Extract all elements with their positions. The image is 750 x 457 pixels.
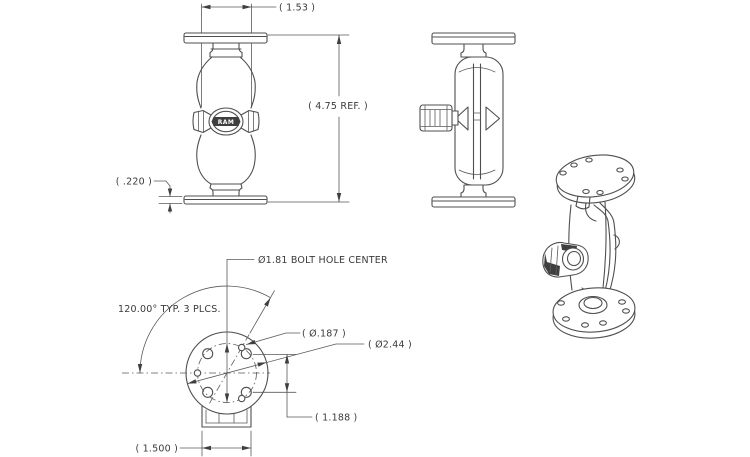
dimension-label-socket-width: ( 1.500 )	[136, 444, 178, 455]
dimension-bolt-hole-center: Ø1.81 BOLT HOLE CENTER	[224, 255, 388, 403]
front-view-drawing: RAM	[183, 3, 268, 205]
front-knob: RAM	[192, 107, 260, 136]
dimension-label-base-dia: ( Ø2.44 )	[368, 340, 412, 351]
dimension-socket-width: ( 1.500 )	[136, 430, 252, 457]
perspective-base-plate	[552, 287, 636, 333]
side-top-plate	[431, 32, 516, 45]
perspective-top-plate	[555, 154, 635, 198]
perspective-base-holes	[557, 299, 630, 328]
bottom-large-holes	[202, 348, 252, 398]
front-top-plate	[183, 32, 268, 44]
dimension-knob-width: ( 1.53 )	[201, 3, 315, 14]
dimension-label-small-hole-dia: ( Ø.187 )	[302, 329, 346, 340]
dimension-label-overall-height: ( 4.75 REF. )	[308, 101, 368, 112]
dimension-hole-spacing: ( 1.188 )	[252, 354, 357, 424]
bottom-small-holes	[193, 343, 246, 403]
perspective-view-drawing	[542, 154, 636, 339]
dimension-label-knob-width: ( 1.53 )	[279, 3, 315, 14]
dimension-overall-height: ( 4.75 REF. )	[267, 34, 368, 203]
perspective-knob	[542, 241, 589, 278]
side-bottom-plate	[431, 196, 516, 208]
dimension-label-hole-angle: 120.00° TYP. 3 PLCS.	[118, 304, 221, 315]
dimension-small-hole-dia: ( Ø.187 )	[246, 329, 346, 345]
side-view-drawing	[419, 32, 516, 208]
dimension-label-hole-spacing: ( 1.188 )	[315, 413, 357, 424]
front-knob-ram-text: RAM	[218, 119, 234, 126]
side-knob	[419, 104, 459, 132]
dimension-hole-angle: 120.00° TYP. 3 PLCS.	[118, 285, 275, 374]
dimension-base-dia: ( Ø2.44 )	[186, 340, 412, 385]
dimension-label-bolt-hole-center: Ø1.81 BOLT HOLE CENTER	[258, 255, 388, 266]
dimension-label-plate-thickness: ( .220 )	[116, 177, 152, 188]
perspective-top-plate-holes	[559, 157, 629, 196]
dimension-plate-thickness: ( .220 )	[116, 177, 183, 214]
